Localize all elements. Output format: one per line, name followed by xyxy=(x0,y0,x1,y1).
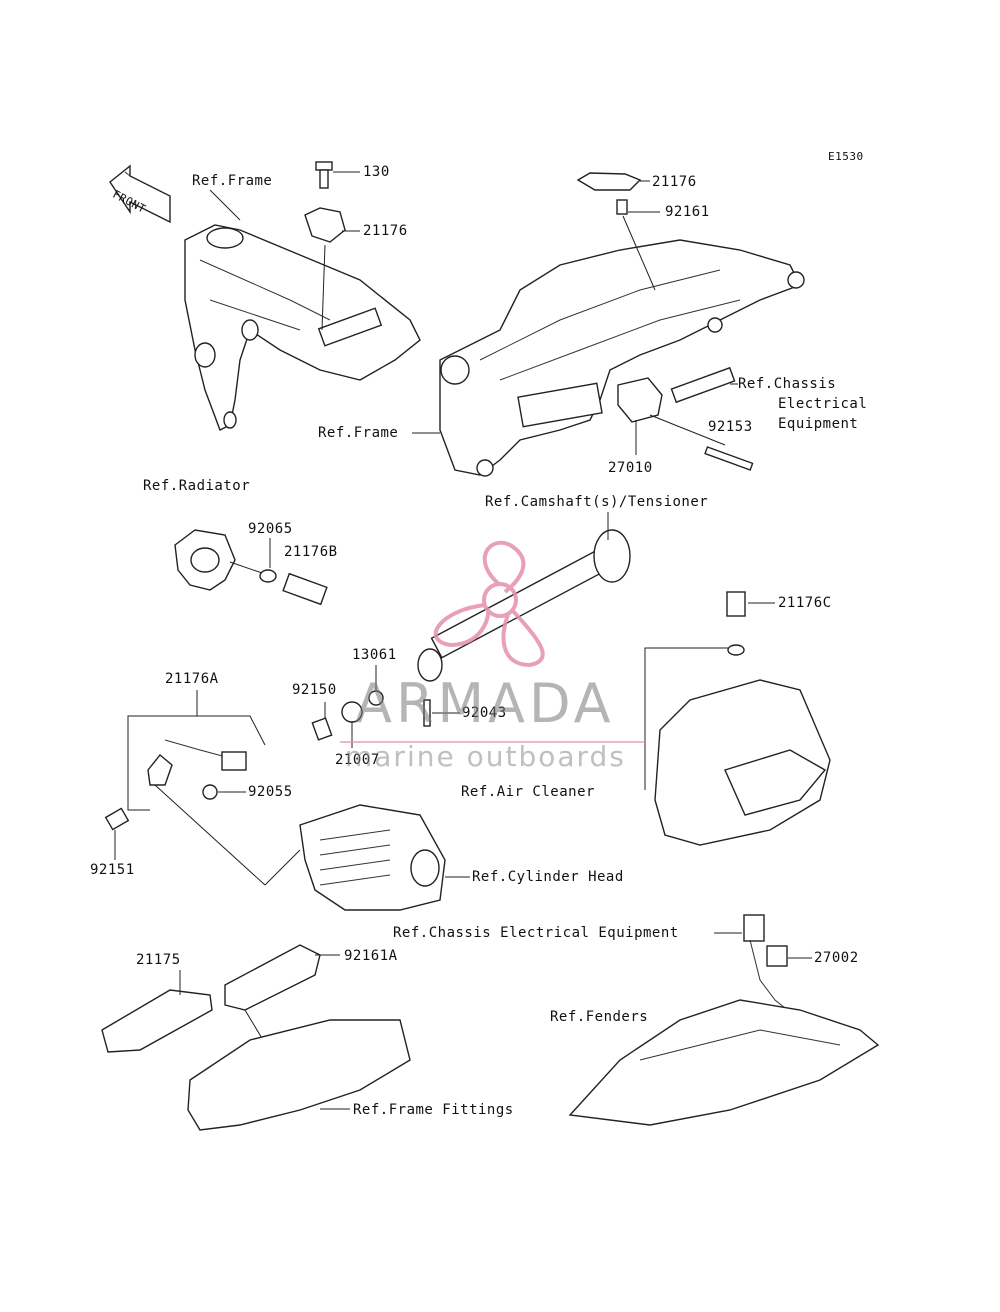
label-ref-cylinder-head: Ref.Cylinder Head xyxy=(472,869,624,885)
label-ref-fenders: Ref.Fenders xyxy=(550,1009,649,1025)
bolt-92153-part xyxy=(704,446,754,471)
label-27002: 27002 xyxy=(814,950,859,966)
camshaft-part xyxy=(417,529,631,682)
label-92161A: 92161A xyxy=(344,948,398,964)
washer-92065-part xyxy=(259,569,277,583)
air-cleaner-part xyxy=(654,679,831,846)
front-arrow-icon xyxy=(109,164,171,224)
watermark-brand: ARMADA xyxy=(355,672,615,735)
armada-logo-icon xyxy=(340,540,645,743)
actuator-27010-part xyxy=(617,377,663,423)
label-21175: 21175 xyxy=(136,952,181,968)
label-92151: 92151 xyxy=(90,862,135,878)
label-21176-left: 21176 xyxy=(363,223,408,239)
thermostat-housing-part xyxy=(174,529,236,591)
label-92055: 92055 xyxy=(248,784,293,800)
frame-right-part xyxy=(439,239,805,477)
holder-92161A-part xyxy=(224,944,321,1011)
label-21176A: 21176A xyxy=(165,671,219,687)
bolt-130-part xyxy=(315,161,333,189)
label-21176C: 21176C xyxy=(778,595,832,611)
sensor-21176C-part xyxy=(726,591,746,656)
label-ref-chassis-2: Electrical xyxy=(778,396,868,412)
label-ref-chassis-bottom: Ref.Chassis Electrical Equipment xyxy=(393,925,679,941)
screw-92161-part xyxy=(616,199,628,215)
label-ref-air-cleaner: Ref.Air Cleaner xyxy=(461,784,595,800)
label-92043: 92043 xyxy=(462,705,507,721)
label-13061: 13061 xyxy=(352,647,397,663)
label-ref-chassis-3: Equipment xyxy=(778,416,859,432)
label-ref-frame-mid: Ref.Frame xyxy=(318,425,399,441)
label-21176B: 21176B xyxy=(284,544,338,560)
watermark-tagline: marine outboards xyxy=(345,740,626,773)
cover-21175-part xyxy=(101,989,213,1053)
frame-left-part xyxy=(184,224,421,431)
sensor-21176-right-part xyxy=(576,172,642,191)
label-92161: 92161 xyxy=(665,204,710,220)
label-ref-frame-fittings: Ref.Frame Fittings xyxy=(353,1102,514,1118)
bolt-92151-part xyxy=(104,807,130,831)
label-92065: 92065 xyxy=(248,521,293,537)
label-ref-chassis-1: Ref.Chassis xyxy=(738,376,837,392)
fender-part xyxy=(568,999,880,1126)
label-27010: 27010 xyxy=(608,460,653,476)
pulse-pin-parts xyxy=(311,690,431,741)
label-130: 130 xyxy=(363,164,390,180)
diagram-code: E1530 xyxy=(828,150,864,163)
label-21176-right: 21176 xyxy=(652,174,697,190)
label-ref-camshaft: Ref.Camshaft(s)/Tensioner xyxy=(485,494,709,510)
label-21007: 21007 xyxy=(335,752,380,768)
frame-fittings-part xyxy=(187,1019,411,1131)
label-92153: 92153 xyxy=(708,419,753,435)
label-ref-radiator: Ref.Radiator xyxy=(143,478,251,494)
cylinder-head-part xyxy=(299,804,446,911)
chassis-connector-part xyxy=(670,366,736,404)
label-ref-frame-top: Ref.Frame xyxy=(192,173,273,189)
connector-27002-part xyxy=(743,914,801,1021)
sensor-21176A-part xyxy=(147,739,247,800)
label-92150: 92150 xyxy=(292,682,337,698)
sensor-21176B-part xyxy=(282,572,328,606)
sensor-21176-left-part xyxy=(304,207,346,243)
